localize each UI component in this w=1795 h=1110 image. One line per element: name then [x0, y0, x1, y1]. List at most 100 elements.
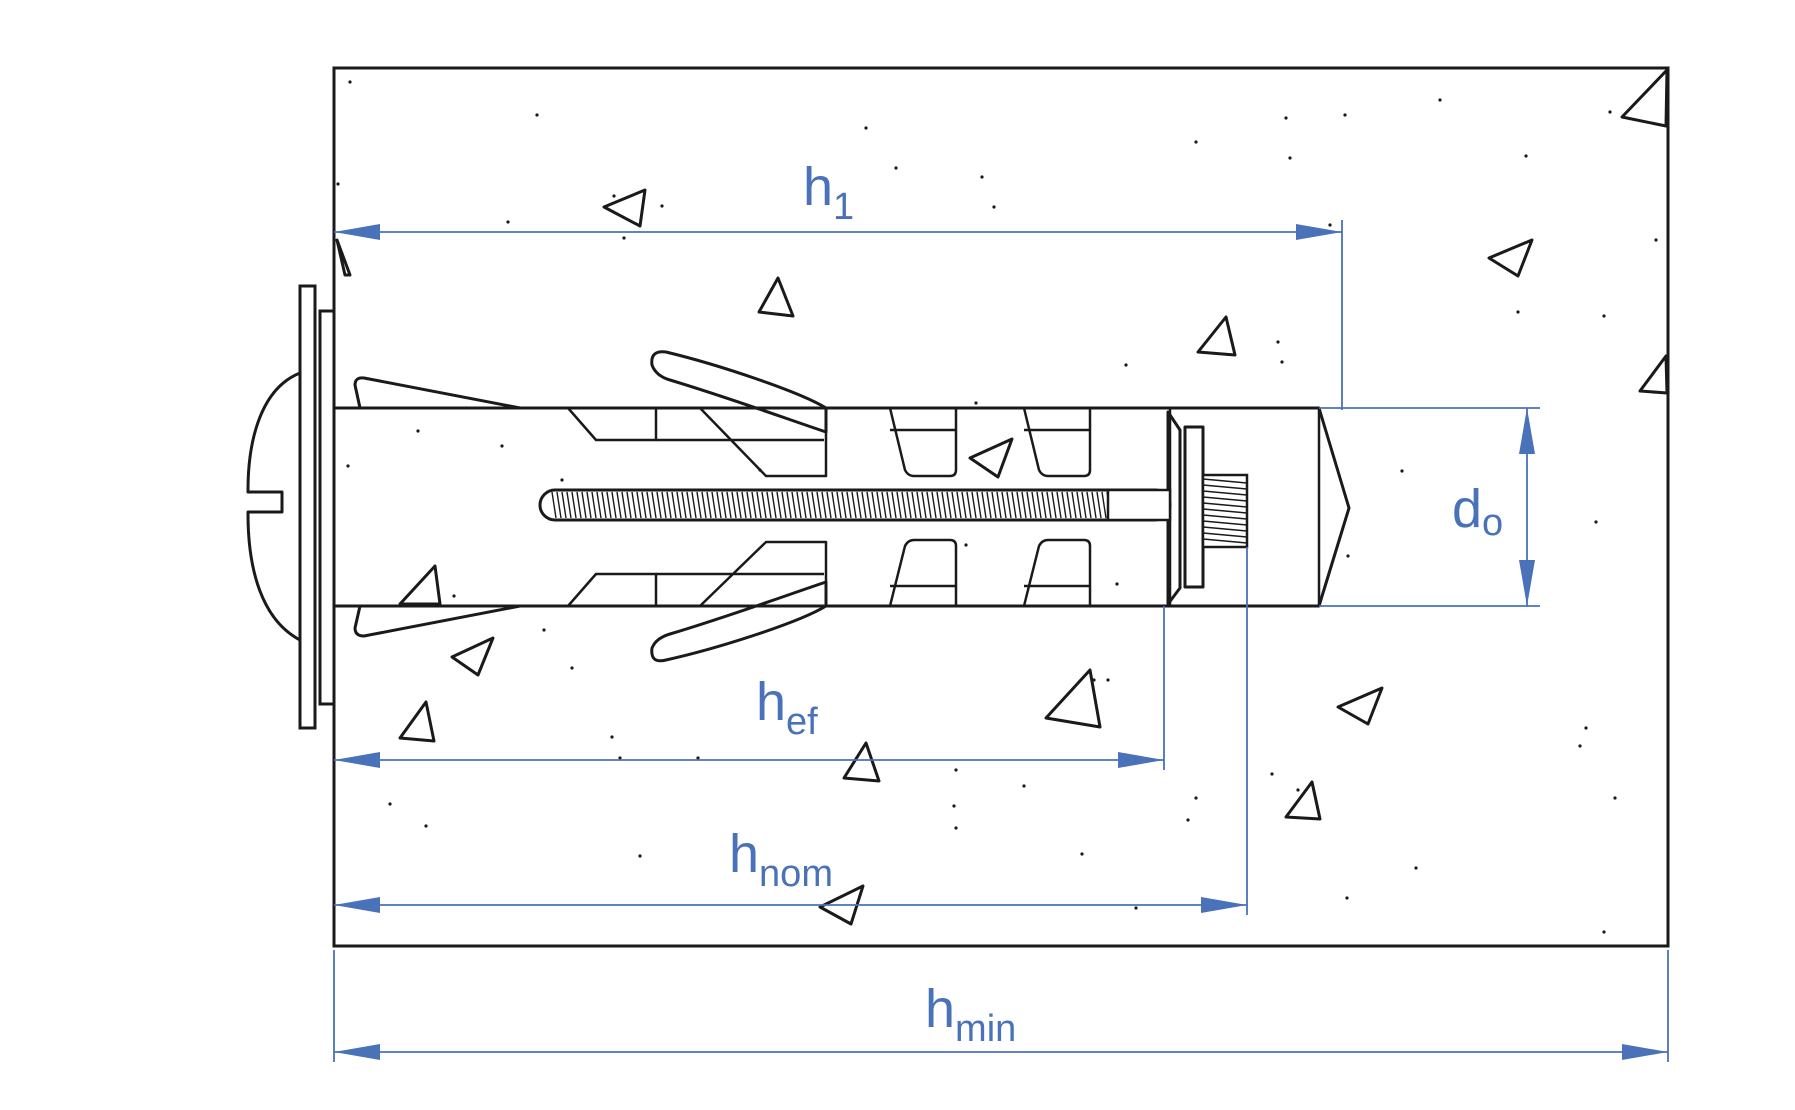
- screw-threads: [551, 491, 1112, 519]
- thread-line: [1041, 491, 1047, 519]
- thread-line: [1202, 484, 1248, 490]
- speckle-dot: [1296, 788, 1300, 792]
- speckle-dot: [952, 804, 956, 808]
- thread-line: [1202, 520, 1248, 526]
- thread-line: [851, 491, 857, 519]
- thread-line: [691, 491, 697, 519]
- thread-line: [1071, 491, 1077, 519]
- thread-line: [561, 491, 567, 519]
- thread-line: [1076, 491, 1082, 519]
- thread-line: [876, 491, 882, 519]
- thread-line: [891, 491, 897, 519]
- thread-line: [586, 491, 592, 519]
- dimension-lines: [333, 220, 1669, 1062]
- speckle-dot: [506, 220, 510, 224]
- speckle-dot: [1124, 363, 1128, 367]
- thread-line: [831, 491, 837, 519]
- thread-line: [776, 491, 782, 519]
- thread-line: [636, 491, 642, 519]
- aggregate-stone: [450, 636, 495, 677]
- thread-line: [916, 491, 922, 519]
- thread-line: [791, 491, 797, 519]
- concrete-speckles: [336, 80, 1658, 934]
- speckle-dot: [1106, 678, 1110, 682]
- aggregate-stone: [1620, 68, 1669, 128]
- thread-line: [921, 491, 927, 519]
- speckle-dot: [560, 478, 564, 482]
- speckle-dot: [1608, 110, 1612, 114]
- screw-head: [246, 284, 336, 730]
- speckle-dot: [388, 802, 392, 806]
- thread-line: [991, 491, 997, 519]
- speckle-dot: [980, 175, 984, 179]
- thread-line: [716, 491, 722, 519]
- thread-line: [1202, 496, 1248, 502]
- thread-line: [946, 491, 952, 519]
- speckle-dot: [1134, 906, 1138, 910]
- speckle-dot: [894, 166, 898, 170]
- thread-line: [756, 491, 762, 519]
- aggregate-stone: [1487, 238, 1534, 278]
- thread-line: [1086, 491, 1092, 519]
- thread-line: [611, 491, 617, 519]
- thread-line: [821, 491, 827, 519]
- thread-line: [781, 491, 787, 519]
- speckle-dot: [1613, 796, 1617, 800]
- speckle-dot: [1345, 896, 1349, 900]
- speckle-dot: [696, 756, 700, 760]
- plug-collar: [318, 309, 336, 706]
- thread-line: [986, 491, 992, 519]
- speckle-dot: [638, 854, 642, 858]
- speckle-dot: [1594, 520, 1598, 524]
- speckle-dot: [1346, 554, 1350, 558]
- thread-line: [1011, 491, 1017, 519]
- speckle-dot: [964, 543, 968, 547]
- label-h1: h1: [803, 157, 854, 228]
- speckle-dot: [1194, 140, 1198, 144]
- aggregate-stone: [398, 564, 442, 606]
- speckle-dot: [1524, 154, 1528, 158]
- thread-line: [786, 491, 792, 519]
- thread-line: [836, 491, 842, 519]
- thread-line: [686, 491, 692, 519]
- thread-line: [676, 491, 682, 519]
- thread-line: [1081, 491, 1087, 519]
- aggregate-stone: [398, 700, 436, 743]
- thread-line: [1091, 491, 1097, 519]
- thread-line: [731, 491, 737, 519]
- thread-line: [656, 491, 662, 519]
- speckle-dot: [1115, 582, 1119, 586]
- thread-line: [741, 491, 747, 519]
- thread-line: [576, 491, 582, 519]
- speckle-dot: [1578, 744, 1582, 748]
- thread-line: [956, 491, 962, 519]
- thread-line: [976, 491, 982, 519]
- thread-line: [646, 491, 652, 519]
- thread-line: [806, 491, 812, 519]
- thread-line: [826, 491, 832, 519]
- thread-line: [571, 491, 577, 519]
- thread-line: [706, 491, 712, 519]
- thread-line: [846, 491, 852, 519]
- thread-line: [551, 491, 557, 519]
- speckle-dot: [1186, 818, 1190, 822]
- thread-line: [941, 491, 947, 519]
- thread-line: [556, 491, 562, 519]
- speckle-dot: [1438, 98, 1442, 102]
- speckle-dot: [1584, 726, 1588, 730]
- speckle-dot: [452, 594, 456, 598]
- thread-line: [996, 491, 1002, 519]
- thread-line: [711, 491, 717, 519]
- thread-line: [816, 491, 822, 519]
- speckle-dot: [612, 194, 616, 198]
- speckle-dot: [1516, 310, 1520, 314]
- thread-line: [606, 491, 612, 519]
- thread-line: [1202, 514, 1248, 520]
- thread-line: [591, 491, 597, 519]
- thread-line: [911, 491, 917, 519]
- speckle-dot: [954, 826, 958, 830]
- thread-line: [966, 491, 972, 519]
- speckle-dot: [974, 401, 978, 405]
- thread-line: [766, 491, 772, 519]
- speckle-dot: [954, 768, 958, 772]
